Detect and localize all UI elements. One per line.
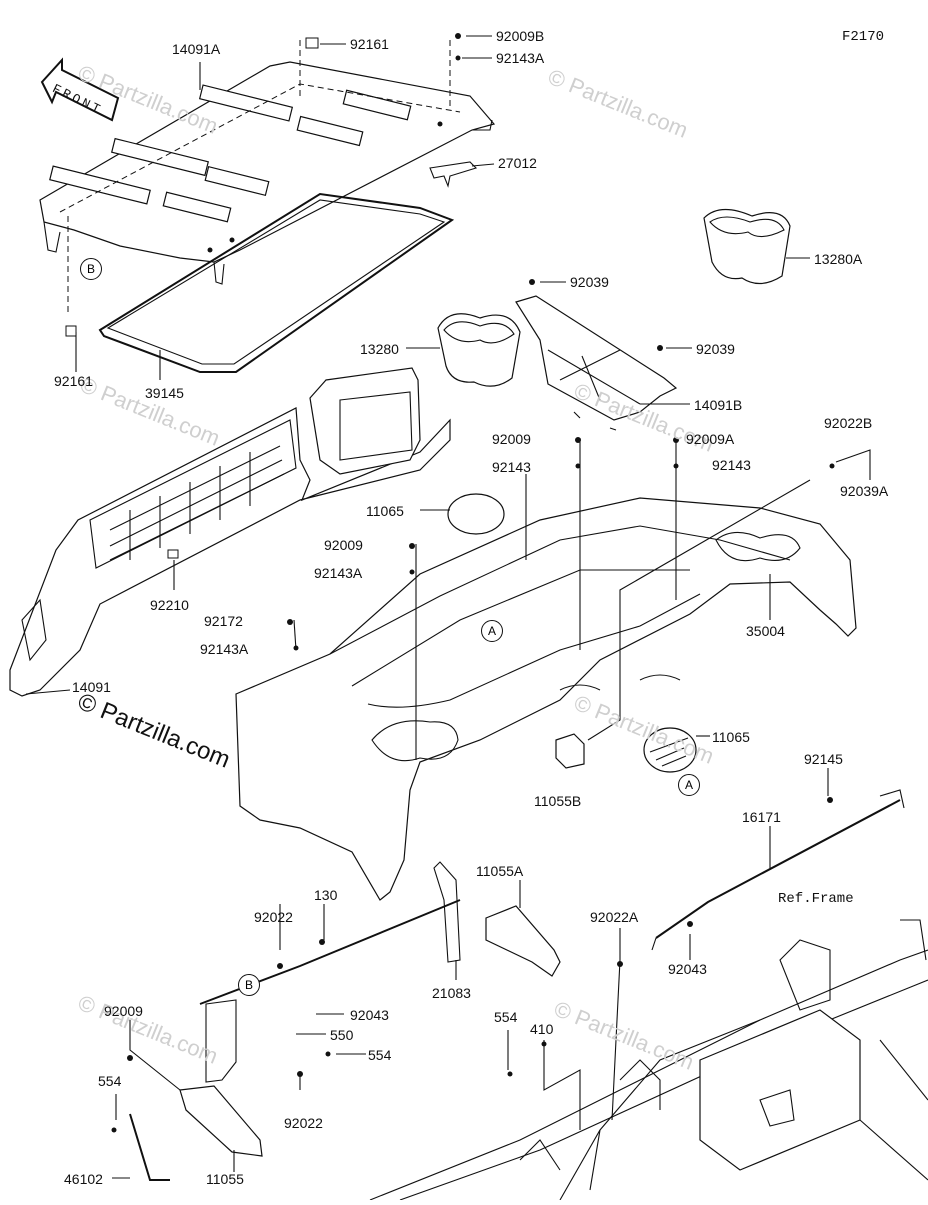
part-label: 92043 — [350, 1007, 389, 1023]
part-label: 11055B — [534, 793, 582, 809]
callout-b-top: B — [80, 258, 102, 280]
fasteners — [65, 33, 835, 1133]
part-label: 92043 — [668, 961, 707, 977]
part-label: 11065 — [712, 729, 750, 745]
part-label: 92009B — [496, 28, 545, 44]
rod-21083 — [199, 899, 461, 1005]
callout-a-right: A — [678, 774, 700, 796]
part-label: 92143A — [200, 641, 249, 657]
bracket-11055A — [485, 905, 561, 977]
part-label: 92161 — [54, 373, 93, 389]
bracket-14091B — [515, 295, 678, 431]
part-label: 92039 — [570, 274, 609, 290]
part-label: 92210 — [150, 597, 189, 613]
part-label: 16171 — [742, 809, 781, 825]
hanger-21083 — [433, 861, 461, 963]
callout-a-left: A — [481, 620, 503, 642]
part-label: 92145 — [804, 751, 843, 767]
roof-panel — [39, 40, 496, 312]
leader-lines — [25, 35, 871, 1179]
part-label: 92039 — [696, 341, 735, 357]
part-label: 92022 — [254, 909, 293, 925]
part-label: 92143A — [314, 565, 363, 581]
part-label: 92022A — [590, 909, 639, 925]
rod-46102 — [129, 1113, 170, 1181]
bracket-27012 — [429, 161, 478, 188]
part-label: 14091B — [694, 397, 743, 413]
part-label: 92143 — [712, 457, 751, 473]
part-label: 11055A — [476, 863, 524, 879]
part-label: 14091A — [172, 41, 221, 57]
ref-frame-label: Ref.Frame — [778, 891, 854, 907]
part-label: 92143A — [496, 50, 545, 66]
part-label: 11065 — [366, 503, 404, 519]
part-label: 39145 — [145, 385, 184, 401]
rear-deck-body — [235, 497, 857, 901]
cap-11065-low — [643, 727, 697, 773]
part-label: 554 — [494, 1009, 518, 1025]
part-label: 35004 — [746, 623, 785, 639]
clip-11055B — [555, 733, 585, 769]
front-arrow-icon — [40, 57, 120, 122]
part-label: 92172 — [204, 613, 243, 629]
part-label: 550 — [330, 1027, 354, 1043]
part-label: 92039A — [840, 483, 889, 499]
part-label: 46102 — [64, 1171, 103, 1187]
roof-seal — [98, 192, 455, 373]
cup-holder-left — [437, 313, 521, 387]
part-label: 92143 — [492, 459, 531, 475]
part-label: 92009A — [686, 431, 735, 447]
part-label: 130 — [314, 887, 338, 903]
front-grille-panel — [9, 367, 451, 697]
part-label: 92022B — [824, 415, 873, 431]
vehicle-frame — [369, 919, 928, 1201]
part-label: 554 — [368, 1047, 392, 1063]
part-label: 92161 — [350, 36, 389, 52]
part-label: 27012 — [498, 155, 537, 171]
figure-code: F2170 — [842, 29, 885, 45]
part-label: 21083 — [432, 985, 471, 1001]
part-label: 92009 — [492, 431, 531, 447]
bracket-11055 — [179, 999, 263, 1157]
cap-11065-top — [447, 493, 505, 535]
part-label: 13280 — [360, 341, 399, 357]
part-label: 13280A — [814, 251, 863, 267]
part-label: 11055 — [206, 1171, 244, 1187]
part-label: 410 — [530, 1021, 554, 1037]
part-label: 92009 — [324, 537, 363, 553]
part-label: 92022 — [284, 1115, 323, 1131]
rod-16171 — [651, 789, 905, 951]
cup-holder-right — [703, 208, 791, 285]
part-label: 92009 — [104, 1003, 143, 1019]
callout-b-bottom: B — [238, 974, 260, 996]
part-label: 554 — [98, 1073, 122, 1089]
part-label: 14091 — [72, 679, 111, 695]
